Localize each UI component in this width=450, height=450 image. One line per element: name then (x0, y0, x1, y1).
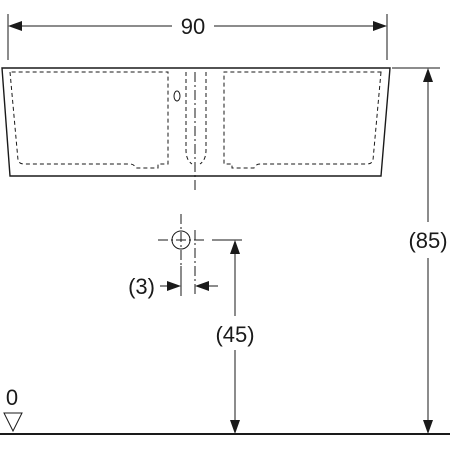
height-arrow-bottom (423, 420, 433, 434)
floor-level-label: 0 (6, 385, 18, 410)
height-dimension: (85) (392, 67, 448, 434)
floor-level: 0 (0, 385, 450, 435)
level-triangle-icon (3, 412, 23, 433)
offset-arrow-right (195, 281, 209, 291)
width-label: 90 (181, 14, 205, 39)
height-arrow-top (423, 68, 433, 82)
drain-height-dimension: (45) (215, 240, 255, 434)
offset-arrow-left (167, 281, 181, 291)
drain-symbol (158, 214, 242, 296)
bowl-right-hidden (223, 71, 382, 169)
basin-outline (1, 67, 391, 177)
width-arrow-left (8, 21, 22, 31)
offset-dimension: (3) (128, 266, 218, 299)
basin-body (1, 67, 391, 177)
drain-height-label: (45) (215, 322, 254, 347)
offset-label: (3) (128, 274, 155, 299)
overflow-left-hidden (185, 72, 193, 165)
drain-height-arrow-top (230, 240, 240, 254)
width-dimension: 90 (7, 14, 388, 60)
overflow-hole (173, 90, 181, 102)
overflow-right-hidden (199, 72, 207, 165)
width-arrow-right (373, 21, 387, 31)
height-label: (85) (408, 228, 447, 253)
bowl-left-hidden (9, 71, 169, 169)
drain-height-arrow-bottom (230, 420, 240, 434)
